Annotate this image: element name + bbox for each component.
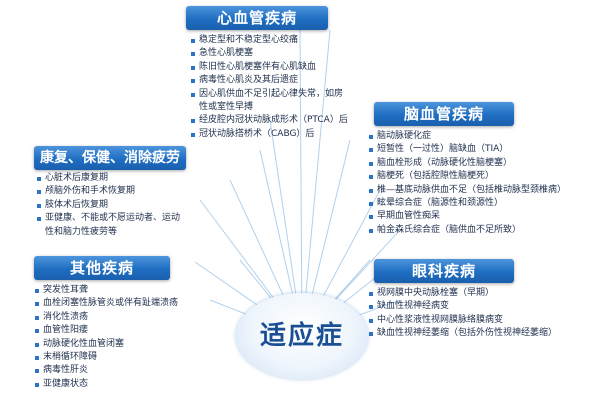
list-item: 稳定型和不稳定型心绞痛 bbox=[190, 34, 380, 47]
list-item: 颅脑外伤和手术恢复期 bbox=[36, 185, 206, 198]
list-item: 病毒性肝炎 bbox=[34, 364, 218, 377]
group-title-cerebral: 脑血管疾病 bbox=[374, 102, 514, 126]
group-title-other: 其他疾病 bbox=[34, 256, 170, 280]
list-item: 帕金森氏综合症（脑供血不足所致） bbox=[368, 224, 596, 237]
group-list-eye: 视网膜中央动脉栓塞（早期）缺血性视神经病变中心性浆液性视网膜脉络膜病变缺血性视神… bbox=[368, 287, 596, 341]
list-item: 末梢循环障碍 bbox=[34, 351, 218, 364]
list-item: 消化性溃疡 bbox=[34, 311, 218, 324]
connector-ray bbox=[301, 29, 331, 337]
list-item: 亚健康、不能或不愿运动者、运动 bbox=[36, 212, 206, 225]
list-item: 心脏术后康复期 bbox=[36, 172, 206, 185]
list-item: 肢体术后恢复期 bbox=[36, 199, 206, 212]
list-item: 经皮腔内冠状动脉成形术（PTCA）后 bbox=[190, 114, 380, 127]
list-item: 早期血管性痴呆 bbox=[368, 210, 596, 223]
list-item: 脑梗死（包括腔隙性脑梗死） bbox=[368, 170, 596, 183]
group-list-cardio: 稳定型和不稳定型心绞痛急性心肌梗塞陈旧性心肌梗塞伴有心肌缺血病毒性心肌炎及其后遗… bbox=[190, 34, 380, 141]
list-item: 亚健康状态 bbox=[34, 378, 218, 391]
list-item: 椎—基底动脉供血不足（包括椎动脉型颈椎病） bbox=[368, 184, 596, 197]
list-item: 缺血性视神经萎缩（包括外伤性视神经萎缩） bbox=[368, 327, 596, 340]
list-item: 脑动脉硬化症 bbox=[368, 130, 596, 143]
list-item: 血管性阳痿 bbox=[34, 324, 218, 337]
group-title-cardio: 心血管疾病 bbox=[186, 6, 328, 30]
list-item: 病毒性心肌炎及其后遗症 bbox=[190, 74, 380, 87]
list-item: 冠状动脉搭桥术（CABG）后 bbox=[190, 128, 380, 141]
list-item: 动脉硬化性血管闭塞 bbox=[34, 338, 218, 351]
group-list-rehab: 心脏术后康复期颅脑外伤和手术恢复期肢体术后恢复期亚健康、不能或不愿运动者、运动性… bbox=[36, 172, 206, 239]
connector-ray bbox=[299, 29, 303, 337]
group-title-rehab: 康复、保健、消除疲劳 bbox=[34, 146, 186, 170]
list-item: 脑血栓形成（动脉硬化性脑梗塞） bbox=[368, 157, 596, 170]
list-item: 血栓闭塞性脉管炎或伴有趾端溃疡 bbox=[34, 297, 218, 310]
list-item: 突发性耳聋 bbox=[34, 284, 218, 297]
center-hub bbox=[236, 293, 368, 379]
list-item: 中心性浆液性视网膜脉络膜病变 bbox=[368, 314, 596, 327]
list-item: 急性心肌梗塞 bbox=[190, 47, 380, 60]
center-label: 适应症 bbox=[259, 321, 344, 351]
list-item: 眩晕综合症（脑源性和颈源性） bbox=[368, 197, 596, 210]
group-list-other: 突发性耳聋血栓闭塞性脉管炎或伴有趾端溃疡消化性溃疡血管性阳痿动脉硬化性血管闭塞末… bbox=[34, 284, 218, 391]
list-item: 短暂性（一过性）脑缺血（TIA） bbox=[368, 143, 596, 156]
list-item: 因心肌供血不足引起心律失常，如房 bbox=[190, 88, 380, 101]
list-item: 性和脑力性疲劳等 bbox=[45, 226, 118, 237]
list-item: 缺血性视神经病变 bbox=[368, 300, 596, 313]
list-item: 陈旧性心肌梗塞伴有心肌缺血 bbox=[190, 61, 380, 74]
group-title-eye: 眼科疾病 bbox=[374, 259, 514, 283]
list-item: 性或室性早搏 bbox=[199, 102, 254, 113]
list-item: 视网膜中央动脉栓塞（早期） bbox=[368, 287, 596, 300]
group-list-cerebral: 脑动脉硬化症短暂性（一过性）脑缺血（TIA）脑血栓形成（动脉硬化性脑梗塞）脑梗死… bbox=[368, 130, 596, 237]
